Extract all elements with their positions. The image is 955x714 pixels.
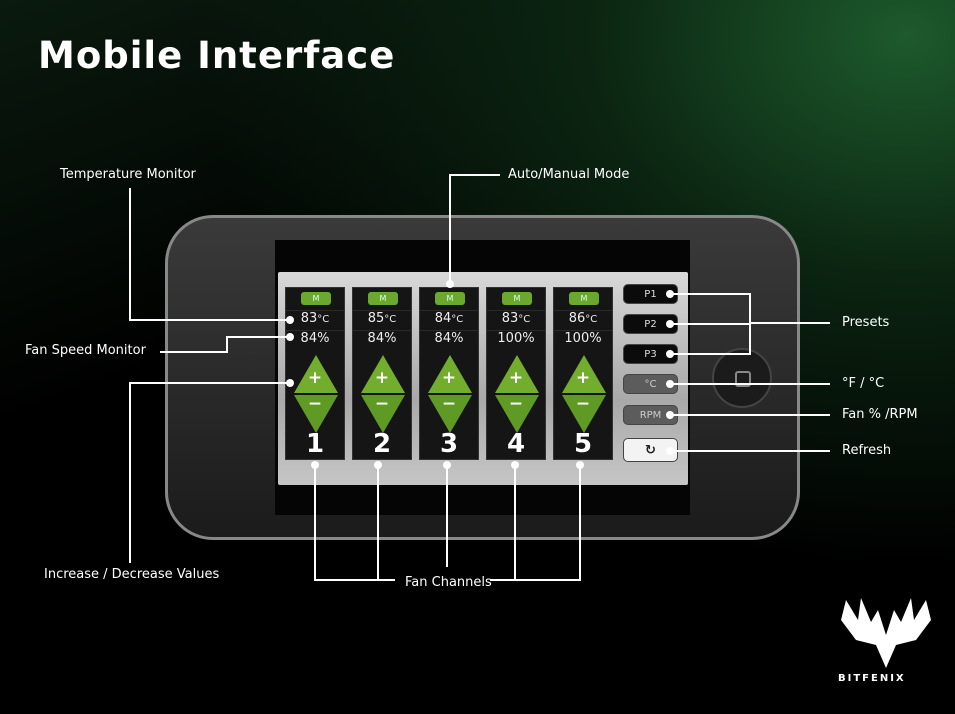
fan-units-label: Fan % /RPM [842, 407, 918, 422]
temperature-value: 84 [434, 311, 452, 326]
fan-speed-readout: 100% [487, 330, 545, 350]
increase-decrease-label: Increase / Decrease Values [44, 567, 220, 582]
increase-button[interactable] [562, 355, 606, 393]
increase-button[interactable] [294, 355, 338, 393]
plus-icon: + [441, 368, 457, 388]
temperature-monitor-label: Temperature Monitor [60, 167, 196, 182]
temperature-readout: 86°C [554, 310, 612, 330]
increase-button[interactable] [428, 355, 472, 393]
temperature-unit: °C [585, 314, 598, 325]
fan-speed-readout: 84% [353, 330, 411, 350]
fan-speed-readout: 100% [554, 330, 612, 350]
fan-channel-4: M 83°C 100% + − 4 [486, 287, 546, 460]
temperature-readout: 83°C [286, 310, 344, 330]
decrease-button[interactable] [361, 395, 405, 433]
fan-channel-3: M 84°C 84% + − 3 [419, 287, 479, 460]
temp-units-label: °F / °C [842, 376, 885, 391]
auto-manual-label: Auto/Manual Mode [508, 167, 630, 182]
increase-button[interactable] [361, 355, 405, 393]
fan-channel-1: M 83°C 84% + − 1 [285, 287, 345, 460]
minus-icon: − [575, 394, 591, 414]
channel-number: 1 [305, 429, 325, 459]
brand-name: BITFENIX [838, 673, 906, 684]
decrease-button[interactable] [495, 395, 539, 433]
plus-icon: + [374, 368, 390, 388]
bitfenix-logo: BITFENIX [836, 590, 936, 690]
minus-icon: − [508, 394, 524, 414]
temperature-value: 85 [367, 311, 385, 326]
temperature-value: 83 [300, 311, 318, 326]
home-button [712, 348, 772, 408]
mode-toggle[interactable]: M [569, 292, 599, 305]
minus-icon: − [307, 394, 323, 414]
temperature-unit: °C [518, 314, 531, 325]
mode-toggle[interactable]: M [435, 292, 465, 305]
channel-number: 4 [506, 429, 526, 459]
fan-speed-readout: 84% [286, 330, 344, 350]
plus-icon: + [307, 368, 323, 388]
increase-button[interactable] [495, 355, 539, 393]
temperature-value: 86 [568, 311, 586, 326]
refresh-label: Refresh [842, 443, 892, 458]
plus-icon: + [508, 368, 524, 388]
channel-number: 5 [573, 429, 593, 459]
mode-toggle[interactable]: M [368, 292, 398, 305]
fan-channels-label: Fan Channels [405, 575, 492, 590]
preset-p2-button[interactable]: P2 [623, 314, 678, 334]
fan-channel-2: M 85°C 84% + − 2 [352, 287, 412, 460]
decrease-button[interactable] [428, 395, 472, 433]
channel-number: 3 [439, 429, 459, 459]
plus-icon: + [575, 368, 591, 388]
temperature-readout: 84°C [420, 310, 478, 330]
mode-toggle[interactable]: M [502, 292, 532, 305]
decrease-button[interactable] [294, 395, 338, 433]
minus-icon: − [374, 394, 390, 414]
fan-channel-5: M 86°C 100% + − 5 [553, 287, 613, 460]
channel-number: 2 [372, 429, 392, 459]
temperature-unit: °C [451, 314, 464, 325]
temperature-value: 83 [501, 311, 519, 326]
temperature-unit: °C [384, 314, 397, 325]
decrease-button[interactable] [562, 395, 606, 433]
mode-toggle[interactable]: M [301, 292, 331, 305]
bitfenix-emblem-icon [841, 598, 931, 668]
temperature-readout: 83°C [487, 310, 545, 330]
page-title: Mobile Interface [38, 34, 396, 77]
control-panel [278, 272, 688, 485]
temperature-unit: °C [317, 314, 330, 325]
minus-icon: − [441, 394, 457, 414]
fan-speed-monitor-label: Fan Speed Monitor [25, 343, 146, 358]
presets-label: Presets [842, 315, 890, 330]
fan-speed-readout: 84% [420, 330, 478, 350]
temperature-readout: 85°C [353, 310, 411, 330]
